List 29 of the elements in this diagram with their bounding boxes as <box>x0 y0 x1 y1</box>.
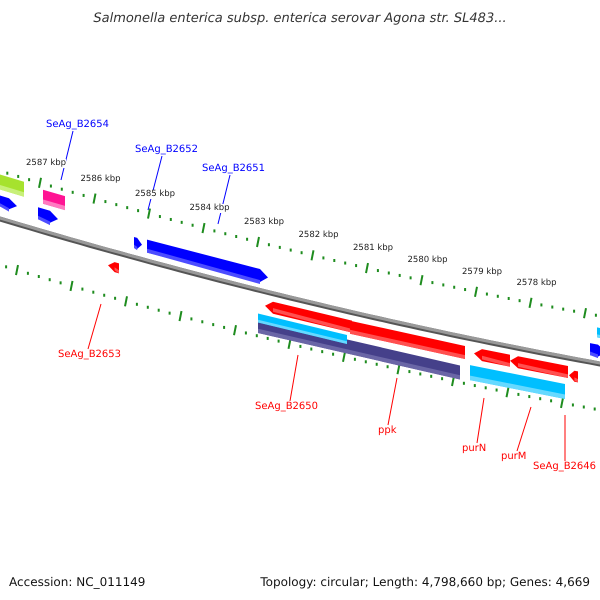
leader-line <box>60 130 74 180</box>
scale-label: 2578 kbp <box>516 278 557 288</box>
gene-label: SeAg_B2646 <box>533 461 596 473</box>
gene-label: SeAg_B2653 <box>58 349 121 361</box>
gene-label: purN <box>462 443 486 455</box>
leader-line <box>476 398 484 444</box>
footer-text: Accession: NC_011149 <box>9 575 146 590</box>
gene-label: SeAg_B2652 <box>135 144 198 156</box>
gene-label: SeAg_B2654 <box>46 119 109 131</box>
scale-label: 2580 kbp <box>408 256 448 266</box>
scale-label: 2585 kbp <box>135 190 176 199</box>
gene-label: purM <box>501 451 526 463</box>
leader-line <box>290 354 298 402</box>
leader-line <box>88 304 102 350</box>
leader-line <box>388 378 398 426</box>
gene-label: ppk <box>378 425 396 437</box>
scale-label: 2584 kbp <box>190 204 230 213</box>
leader-line <box>516 406 532 452</box>
scale-label: 2583 kbp <box>244 218 284 227</box>
title: Salmonella enterica subsp. enterica serovar Agona str. SL483... <box>92 11 508 27</box>
scale-label: 2582 kbp <box>298 231 339 240</box>
leader-line <box>564 414 566 462</box>
scale-label: 2581 kbp <box>353 244 394 253</box>
scale-label: 2579 kbp <box>462 268 502 277</box>
gene-label: SeAg_B2651 <box>202 163 265 175</box>
gene-label: SeAg_B2650 <box>255 401 318 413</box>
scale-label: 2586 kbp <box>80 174 121 184</box>
scale-label: 2587 kbp <box>26 158 66 168</box>
footer-text: Topology: circular; Length: 4,798,660 bp; Genes: 4,669 <box>260 575 590 590</box>
